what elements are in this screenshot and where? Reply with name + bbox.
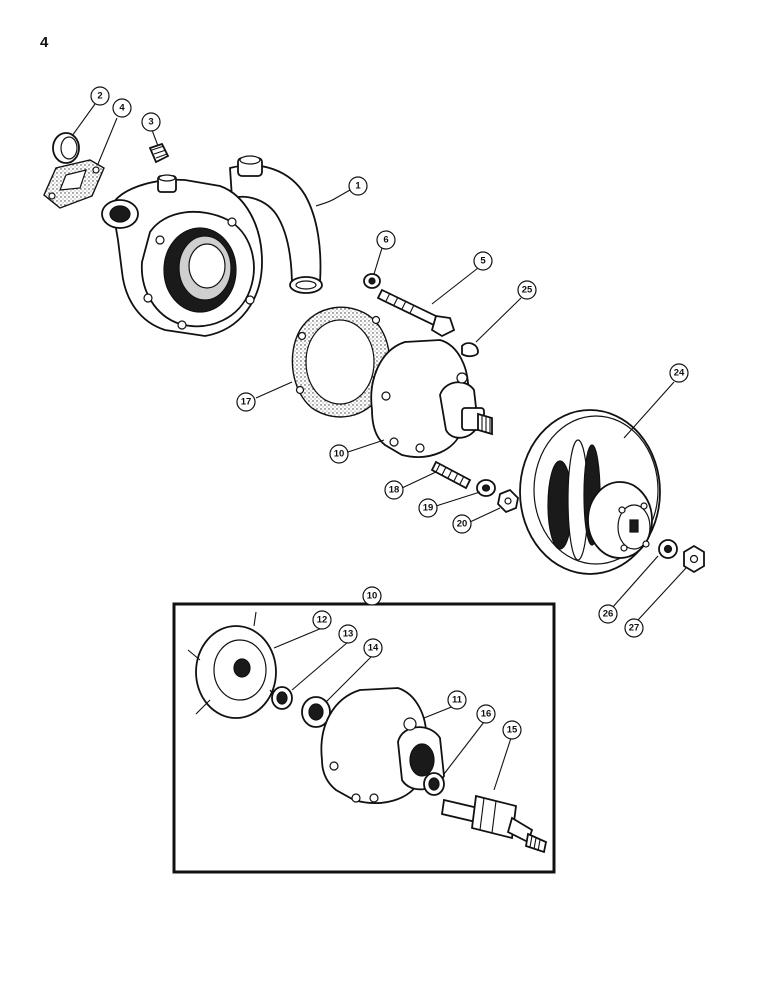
svg-text:6: 6	[383, 235, 388, 246]
callout-18: 18	[384, 480, 404, 500]
callout-11: 11	[447, 690, 467, 710]
pulley-part	[519, 409, 661, 575]
callout-14: 14	[363, 638, 383, 658]
callout-27: 27	[624, 618, 644, 638]
callout-4: 4	[112, 98, 132, 118]
svg-text:19: 19	[423, 503, 434, 514]
pipe-plug-part	[148, 142, 170, 164]
svg-text:1: 1	[355, 181, 361, 192]
callout-5: 5	[473, 251, 493, 271]
svg-text:10: 10	[367, 591, 378, 602]
svg-text:10: 10	[334, 449, 345, 460]
svg-text:25: 25	[522, 285, 533, 296]
svg-text:11: 11	[452, 695, 463, 706]
svg-text:4: 4	[119, 103, 125, 114]
callout-10: 10	[329, 444, 349, 464]
svg-text:15: 15	[507, 725, 518, 736]
pump-housing-part	[101, 155, 323, 337]
callout-15: 15	[502, 720, 522, 740]
leader-lines	[71, 103, 687, 791]
pulley-nut-part	[683, 544, 705, 574]
bearing-housing-part	[320, 687, 445, 804]
callout-25: 25	[517, 280, 537, 300]
svg-text:26: 26	[603, 609, 614, 620]
washer-part	[363, 273, 381, 289]
nut-part	[497, 488, 519, 514]
svg-text:24: 24	[674, 368, 685, 379]
callout-24: 24	[669, 363, 689, 383]
callout-19: 19	[418, 498, 438, 518]
svg-text:3: 3	[148, 117, 153, 128]
page-number: 4	[40, 34, 49, 51]
svg-text:27: 27	[629, 623, 640, 634]
callout-1: 1	[348, 176, 368, 196]
svg-text:5: 5	[480, 256, 486, 267]
svg-text:13: 13	[343, 629, 354, 640]
snap-ring-part	[423, 772, 445, 796]
woodruff-key-part	[461, 342, 479, 358]
cap-screw-part	[376, 288, 456, 338]
callout-16: 16	[476, 704, 496, 724]
callout-12: 12	[312, 610, 332, 630]
callout-2: 2	[90, 86, 110, 106]
lock-washer-part	[476, 479, 496, 497]
callout-13: 13	[338, 624, 358, 644]
callout-6: 6	[376, 230, 396, 250]
svg-text:12: 12	[317, 615, 328, 626]
svg-text:14: 14	[368, 643, 379, 654]
shaft-bearing-part	[440, 794, 548, 854]
cap-plug-part	[52, 132, 80, 164]
small-gasket-part	[43, 159, 105, 209]
svg-text:2: 2	[97, 91, 102, 102]
seal-part	[271, 686, 293, 710]
impeller-part	[187, 611, 281, 719]
callout-17: 17	[236, 392, 256, 412]
inset-frame	[172, 602, 556, 874]
callout-26: 26	[598, 604, 618, 624]
stud-part	[430, 460, 472, 490]
callout-20: 20	[452, 514, 472, 534]
housing-gasket-part	[291, 306, 391, 418]
svg-text:17: 17	[241, 397, 252, 408]
pulley-washer-part	[658, 539, 678, 559]
seal-ring-part	[301, 696, 331, 728]
svg-text:18: 18	[389, 485, 400, 496]
svg-text:16: 16	[481, 709, 492, 720]
callout-3: 3	[141, 112, 161, 132]
svg-text:20: 20	[457, 519, 468, 530]
callout-10-inset: 10	[362, 586, 382, 606]
bearing-housing-assembly-part	[370, 339, 493, 458]
